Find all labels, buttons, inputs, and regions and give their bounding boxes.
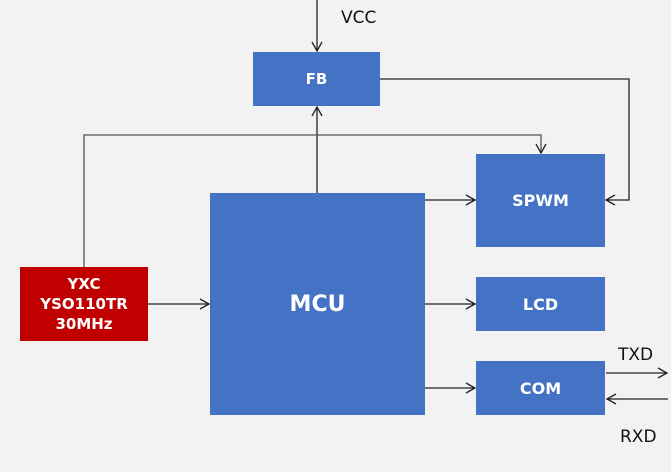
vcc-label: VCC — [341, 8, 377, 28]
oscillator-block: YXC YSO110TR 30MHz — [20, 267, 148, 341]
fb-to-spwm-line — [380, 78, 630, 206]
lcd-label: LCD — [522, 294, 559, 314]
oscillator-part: YSO110TR — [40, 295, 128, 313]
spwm-block: SPWM — [476, 154, 605, 247]
mcu-block: MCU — [210, 193, 425, 415]
mcu-label: MCU — [289, 291, 346, 317]
lcd-block: LCD — [476, 277, 605, 331]
oscillator-brand: YXC — [67, 275, 101, 293]
fb-label: FB — [305, 70, 328, 88]
com-label: COM — [519, 378, 562, 398]
com-block: COM — [476, 361, 605, 415]
fb-block: FB — [253, 52, 380, 106]
osc-to-spwm-line — [83, 134, 547, 267]
rxd-label: RXD — [620, 427, 657, 447]
txd-label: TXD — [618, 345, 654, 365]
oscillator-frequency: 30MHz — [55, 315, 113, 333]
spwm-label: SPWM — [512, 191, 569, 210]
